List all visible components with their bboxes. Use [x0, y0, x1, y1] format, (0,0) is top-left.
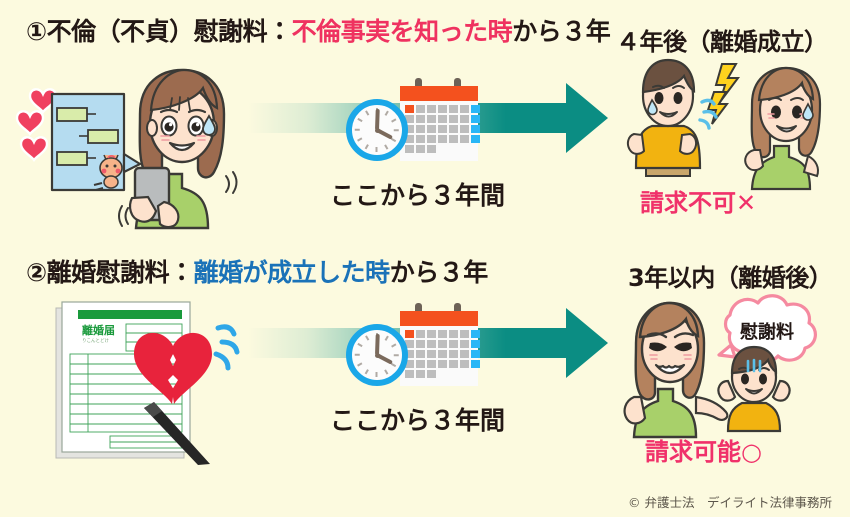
pen-icon — [144, 402, 210, 465]
row1-heading-prefix: ①不倫（不貞）慰謝料： — [26, 17, 292, 46]
chat-balloon — [50, 92, 142, 192]
timeline-arrow-row1 — [248, 75, 630, 167]
row2-heading-suffix: から３年 — [389, 258, 489, 287]
heart-icon-group — [15, 88, 58, 162]
calendar-icon — [400, 78, 480, 161]
row2-side-heading: 3年以内（離婚後） — [628, 264, 833, 292]
row1-verdict: 請求不可✕ — [640, 189, 757, 217]
row2-heading: ②離婚慰謝料：離婚が成立した時から３年 — [26, 253, 488, 289]
calendar-icon — [400, 303, 480, 386]
worried-woman-figure — [118, 68, 238, 230]
speech-bubble-text: 慰謝料 — [740, 321, 794, 343]
cowering-man-figure — [717, 345, 791, 433]
man-figure — [626, 58, 718, 177]
lightning-bolt-icon — [706, 63, 740, 125]
angry-woman-figure — [623, 301, 729, 439]
svg-text:りこんとどけ: りこんとどけ — [82, 337, 109, 344]
woman-with-smartphone-illustration — [12, 58, 247, 230]
timeline-arrow-row2 — [248, 300, 630, 392]
splash-icon — [213, 324, 240, 371]
row1-heading-suffix: から３年 — [512, 17, 611, 46]
row1-timeline-caption: ここから３年間 — [330, 181, 506, 210]
clock-icon — [346, 324, 408, 386]
copyright-footer: © 弁護士法 デイライト法律事務所 — [628, 495, 832, 510]
woman-figure — [744, 66, 822, 191]
row1-side-heading: ４年後（離婚成立） — [616, 28, 828, 56]
compensation-demand-illustration: 慰謝料 — [618, 293, 843, 439]
speech-bubble: 慰謝料 — [717, 294, 817, 364]
timeline-arrowhead — [566, 83, 608, 153]
divorce-form-title: 離婚届 — [82, 323, 115, 337]
couple-arguing-illustration — [622, 58, 842, 191]
row2-verdict: 請求可能○ — [645, 438, 762, 466]
divorce-form-illustration: 離婚届 りこんとどけ — [48, 296, 273, 466]
row2-timeline-caption: ここから３年間 — [330, 406, 506, 435]
clock-icon — [346, 99, 408, 161]
broken-heart-icon — [134, 332, 212, 404]
timeline-arrowhead — [566, 308, 608, 378]
row2-heading-highlight: 離婚が成立した時 — [193, 258, 391, 287]
row2-heading-prefix: ②離婚慰謝料： — [26, 258, 194, 287]
cat-sticker-icon — [93, 154, 123, 191]
row1-heading-highlight: 不倫事実を知った時 — [291, 17, 513, 46]
row1-heading: ①不倫（不貞）慰謝料：不倫事実を知った時から３年 — [26, 12, 611, 48]
